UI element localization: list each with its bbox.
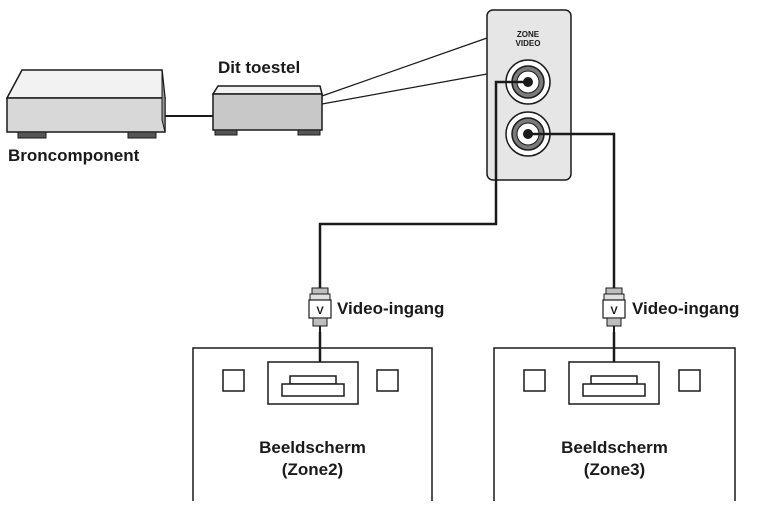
- callout-line-top: [321, 37, 488, 97]
- zone2-monitor-icon: [192, 347, 433, 501]
- callout-line-bottom: [321, 73, 488, 105]
- zone2-video-cable: [318, 80, 528, 290]
- zone3-monitor-icon: [493, 347, 736, 501]
- zone2-video-input-label: Video-ingang: [337, 299, 445, 318]
- source-component-icon: [5, 69, 166, 139]
- zone3-video-plug-icon: [602, 287, 626, 332]
- zone-video-label-line2: VIDEO: [515, 39, 541, 48]
- zone2-plug-letter: V: [316, 305, 324, 317]
- zone3-video-input-label: Video-ingang: [632, 299, 740, 318]
- zone2-video-plug-icon: [308, 287, 332, 332]
- zone-video-label-line1: ZONE: [516, 30, 540, 39]
- zone2-monitor-title: Beeldscherm: [259, 438, 366, 457]
- zone3-plug-letter: V: [610, 305, 618, 317]
- zone3-monitor-zone: (Zone3): [583, 460, 646, 479]
- source-component-label: Broncomponent: [8, 146, 140, 165]
- zone3-video-cable: [528, 132, 616, 290]
- zone-video-label: ZONE VIDEO: [502, 30, 554, 48]
- zone3-monitor-title: Beeldscherm: [561, 438, 668, 457]
- zone2-monitor-zone: (Zone2): [281, 460, 344, 479]
- this-unit-icon: [211, 85, 323, 136]
- this-unit-label: Dit toestel: [218, 58, 301, 77]
